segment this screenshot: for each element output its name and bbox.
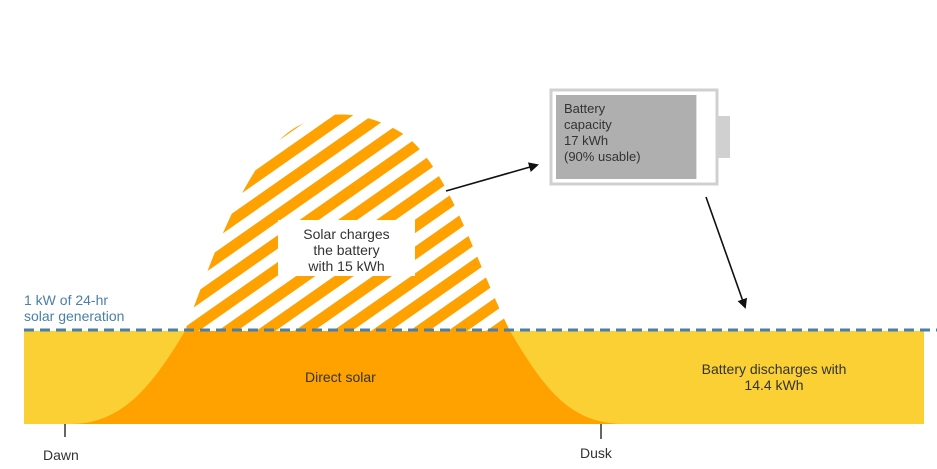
battery-label-line-3: 17 kWh <box>564 133 609 148</box>
battery-label-line-2: capacity <box>564 117 612 132</box>
direct-solar-area <box>70 331 625 424</box>
battery-label: Battery capacity 17 kWh (90% usable) <box>564 101 641 165</box>
discharge-label-line-2: 14.4 kWh <box>744 377 804 393</box>
battery-label-line-1: Battery <box>564 101 606 116</box>
baseline-label-line-1: 1 kW of 24-hr <box>24 292 109 308</box>
charge-arrow <box>445 162 539 192</box>
discharge-arrow <box>705 196 748 309</box>
charge-label-line-2: the battery <box>313 242 380 258</box>
dawn-label: Dawn <box>43 447 79 463</box>
discharge-label: Battery discharges with 14.4 kWh <box>674 361 874 393</box>
baseline-label-line-2: solar generation <box>24 308 125 324</box>
charge-label-box: Solar charges the battery with 15 kWh <box>278 220 415 276</box>
battery-icon <box>549 88 730 186</box>
direct-solar-label: Direct solar <box>305 369 376 385</box>
battery-label-line-4: (90% usable) <box>564 149 641 164</box>
battery-charge-fill <box>556 95 697 179</box>
charge-label-line-3: with 15 kWh <box>308 258 385 274</box>
discharge-label-line-1: Battery discharges with <box>701 361 847 377</box>
dusk-label: Dusk <box>580 445 612 461</box>
battery-terminal <box>717 116 730 158</box>
charge-label-line-1: Solar charges <box>303 226 390 242</box>
baseline-label: 1 kW of 24-hr solar generation <box>24 292 124 324</box>
